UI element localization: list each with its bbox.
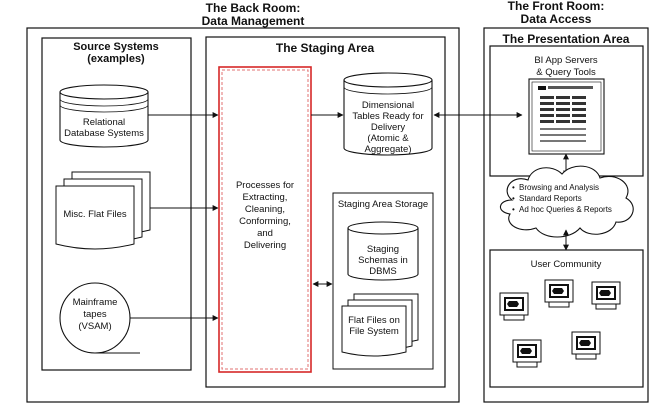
user-community-box [489,249,644,388]
front-room-heading-line1: The Front Room: [508,0,605,13]
presentation-area-title: The Presentation Area [503,32,630,46]
processes-line-5: and [257,228,273,239]
user-community-label: User Community [531,259,602,270]
processes-box-inner [221,69,309,370]
flat-files-label: Misc. Flat Files [63,209,127,220]
cloud-item-3: Ad hoc Queries & Reports [519,205,612,214]
cloud-item-2: Standard Reports [519,194,582,203]
staging-area-title: The Staging Area [276,41,375,55]
mainframe-label-line1: Mainframe [73,297,118,308]
computer-icon [512,339,542,368]
access-methods-cloud [499,165,634,238]
schemas-line-3: DBMS [369,266,396,277]
source-systems-panel [41,37,192,371]
processes-line-6: Delivering [244,240,286,251]
staging-area-panel [205,36,446,388]
source-systems-title-line2: (examples) [87,53,145,65]
dimensional-line-2: Tables Ready for [352,111,423,122]
relational-db-label-line1: Relational [83,117,125,128]
dimensional-line-5: Aggregate) [364,144,411,155]
cloud-item-1: Browsing and Analysis [519,183,599,192]
bi-servers-line2: & Query Tools [536,67,596,78]
staging-flat-files-line-1: Flat Files on [348,315,400,326]
staging-schemas-icon [347,221,419,281]
report-server-icon [528,78,605,155]
processes-line-4: Conforming, [239,216,291,227]
staging-flat-files-icon [341,293,419,357]
dimensional-line-3: Delivery [371,122,406,133]
cloud-bullet-2: • [512,194,515,203]
front-room-heading-line2: Data Access [521,12,592,26]
mainframe-label-line2: tapes [83,309,106,320]
relational-db-icon [59,84,149,148]
computer-icon [591,281,621,310]
schemas-line-1: Staging [367,244,399,255]
back-room-frame [26,27,460,403]
dimensional-line-1: Dimensional [362,100,414,111]
processes-line-2: Extracting, [243,192,288,203]
front-room-frame [483,27,649,403]
schemas-line-2: Schemas in [358,255,408,266]
cloud-bullet-3: • [512,205,515,214]
source-systems-title-line1: Source Systems [73,41,159,53]
computer-icon [571,331,601,360]
processes-line-3: Cleaning, [245,204,285,215]
bi-servers-line1: BI App Servers [534,55,598,66]
mainframe-label-line3: (VSAM) [78,321,111,332]
processes-line-1: Processes for [236,180,294,191]
staging-storage-title: Staging Area Storage [338,199,428,210]
mainframe-tape-icon [59,282,140,354]
staging-flat-files-line-2: File System [349,326,399,337]
dimensional-tables-icon [343,72,433,156]
processes-box [218,66,312,373]
flat-files-icon [55,171,151,250]
cloud-bullet-1: • [512,183,515,192]
relational-db-label-line2: Database Systems [64,128,144,139]
computer-icon [499,292,529,321]
back-room-heading-line1: The Back Room: [206,1,301,15]
back-room-heading-line2: Data Management [202,14,305,28]
dimensional-line-4: (Atomic & [367,133,409,144]
computer-icon [544,279,574,308]
staging-storage-box [332,192,434,370]
